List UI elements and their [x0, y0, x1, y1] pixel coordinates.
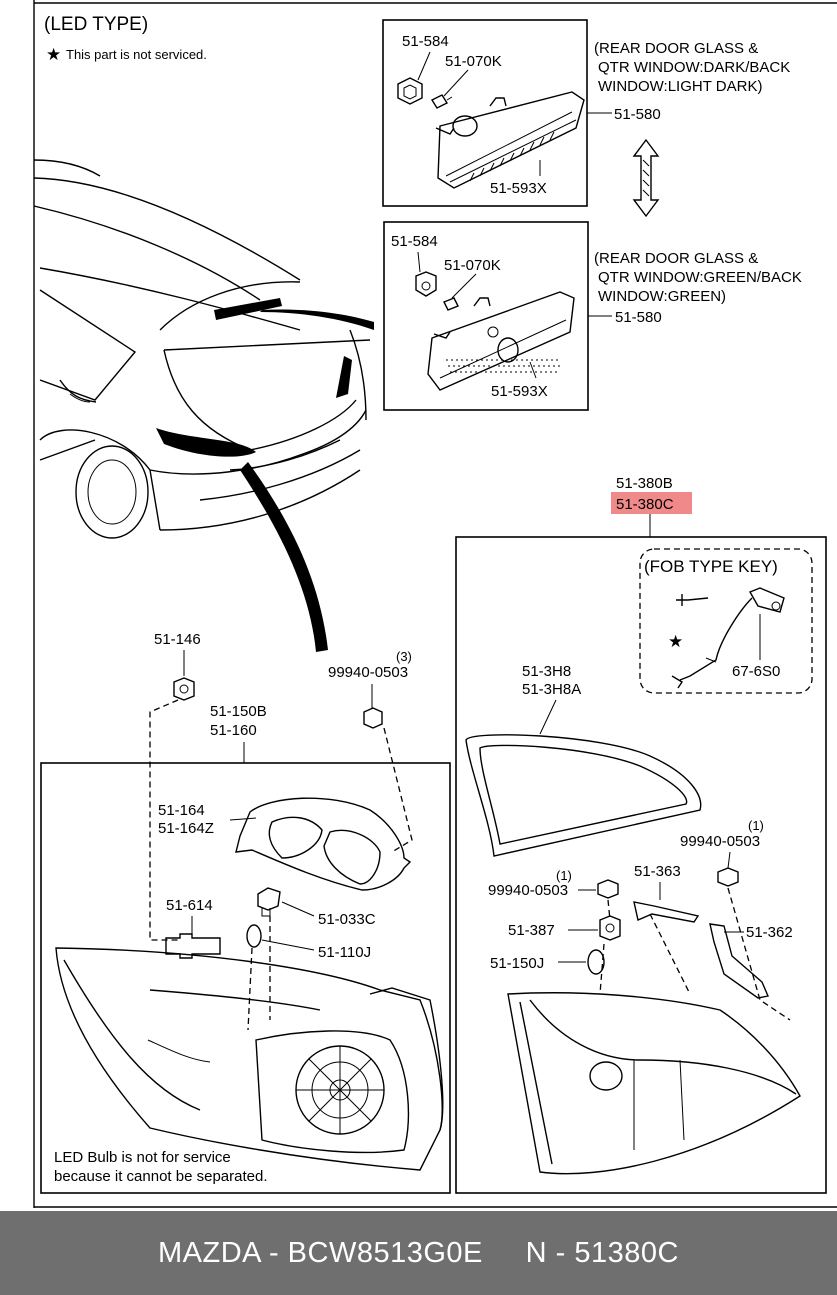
part-51-146: 51-146 — [154, 631, 201, 648]
right-dashed-connectors — [599, 887, 791, 1021]
mid-label-51-593x: 51-593X — [491, 383, 548, 400]
socket-51-033c-icon — [257, 887, 281, 917]
part-51-033c: 51-033C — [318, 911, 376, 928]
mid-panel-box — [383, 221, 589, 411]
mid-leader-070k — [451, 273, 477, 299]
mid-caption-line-2: QTR WINDOW:GREEN/BACK — [598, 269, 802, 286]
mid-caption-line-1: (REAR DOOR GLASS & — [594, 250, 758, 267]
top-brake-light-housing — [435, 91, 585, 189]
leader-51-110j — [261, 939, 315, 951]
inner-tail-lamp-shape — [507, 992, 801, 1175]
leader-51-164 — [229, 817, 257, 821]
star-icon: ★ — [46, 45, 61, 64]
nut-right-leader — [727, 851, 731, 869]
gasket-51-164-shape — [235, 797, 412, 891]
top-label-51-593x: 51-593X — [490, 180, 547, 197]
left-section-box — [40, 762, 451, 1194]
top-leader-584 — [417, 51, 431, 81]
outer-tail-lamp-shape — [55, 947, 444, 1171]
glass-part-51-3h8a: 51-3H8A — [522, 681, 581, 698]
dashed-line-bulb — [247, 947, 253, 1031]
mid-leader-593x — [529, 361, 537, 379]
top-leader-070k — [443, 69, 469, 97]
nut-left-section-qty: (3) — [396, 649, 412, 664]
alternative-arrow-icon — [632, 138, 660, 218]
socket-51-387-icon — [599, 915, 621, 941]
part-51-387: 51-387 — [508, 922, 555, 939]
dashed-line-nut-left — [383, 727, 413, 853]
diagram-title: (LED TYPE) — [44, 14, 148, 35]
fob-dashed-box — [639, 548, 813, 694]
glass-leader — [539, 699, 557, 735]
right-section-box — [455, 536, 827, 1194]
fob-title: (FOB TYPE KEY) — [644, 557, 778, 576]
bracket-51-363-icon — [633, 901, 700, 923]
top-socket-icon — [397, 77, 423, 105]
bulb-51-150j-icon — [587, 949, 605, 975]
nut-right-qty: (1) — [748, 818, 764, 833]
nut-right-code: 99940-0503 — [680, 833, 760, 850]
top-caption-line-3: WINDOW:LIGHT DARK) — [598, 78, 762, 95]
car-pointer-top — [260, 309, 374, 330]
led-note-line-2: because it cannot be separated. — [54, 1168, 268, 1185]
highlight-box — [611, 492, 692, 514]
top-caption-line-1: (REAR DOOR GLASS & — [594, 40, 758, 57]
car-tail-lamp-left-mark — [156, 428, 256, 457]
car-tail-lamp-right-mark — [336, 356, 352, 398]
socket-51-146-icon — [173, 677, 195, 701]
mid-label-51-580: 51-580 — [615, 309, 662, 326]
lamp-part-51-160: 51-160 — [210, 722, 257, 739]
part-51-380b: 51-380B — [616, 475, 673, 492]
part-number-caption: MAZDA - BCW8513G0E N - 51380C — [158, 1236, 679, 1269]
mid-label-51-584: 51-584 — [391, 233, 438, 250]
top-label-51-070k: 51-070K — [445, 53, 502, 70]
fob-star-icon: ★ — [668, 632, 683, 651]
bracket-51-362-icon — [709, 923, 769, 999]
quarter-glass-shape — [465, 734, 702, 857]
top-label-51-584: 51-584 — [402, 33, 449, 50]
part-51-614: 51-614 — [166, 897, 213, 914]
nut-left-qty: (1) — [556, 868, 572, 883]
mid-socket-icon — [415, 271, 437, 297]
mid-brake-light-housing — [427, 291, 575, 391]
bulb-51-110j-icon — [246, 924, 262, 948]
not-serviced-note: This part is not serviced. — [66, 47, 207, 62]
fob-part-67-6s0: 67-6S0 — [732, 663, 780, 680]
nut-left-section-icon — [363, 707, 383, 729]
car-rear-illustration — [33, 159, 374, 652]
mid-bulb-icon — [443, 297, 459, 311]
parts-diagram: (LED TYPE) ★ This part is not serviced. … — [33, 0, 837, 1208]
leader-51-033c — [281, 901, 315, 917]
top-bulb-icon — [430, 94, 453, 109]
gasket-part-51-164z: 51-164Z — [158, 820, 214, 837]
footer-bar: MAZDA - BCW8513G0E N - 51380C — [0, 1211, 837, 1295]
part-51-380c-highlighted: 51-380C — [616, 496, 674, 513]
part-51-150j: 51-150J — [490, 955, 544, 972]
mid-label-51-070k: 51-070K — [444, 257, 501, 274]
nut-right-icon — [717, 867, 739, 887]
nut-left-section-code: 99940-0503 — [328, 664, 408, 681]
fob-harness-icon — [671, 587, 785, 689]
part-51-110j: 51-110J — [318, 944, 371, 961]
led-note-line-1: LED Bulb is not for service — [54, 1149, 231, 1166]
lamp-part-51-150b: 51-150B — [210, 703, 267, 720]
mid-caption-line-3: WINDOW:GREEN) — [598, 288, 726, 305]
part-51-363: 51-363 — [634, 863, 681, 880]
glass-part-51-3h8: 51-3H8 — [522, 663, 571, 680]
nut-left-icon — [597, 879, 619, 899]
car-pointer-bottom — [240, 462, 328, 652]
car-brake-light-mark — [214, 298, 282, 320]
gasket-part-51-164: 51-164 — [158, 802, 205, 819]
dashed-line-51-146 — [149, 699, 179, 941]
nut-left-code: 99940-0503 — [488, 882, 568, 899]
mid-leader-584 — [417, 251, 421, 273]
top-label-51-580: 51-580 — [614, 106, 661, 123]
top-caption-line-2: QTR WINDOW:DARK/BACK — [598, 59, 790, 76]
part-51-362: 51-362 — [746, 924, 793, 941]
